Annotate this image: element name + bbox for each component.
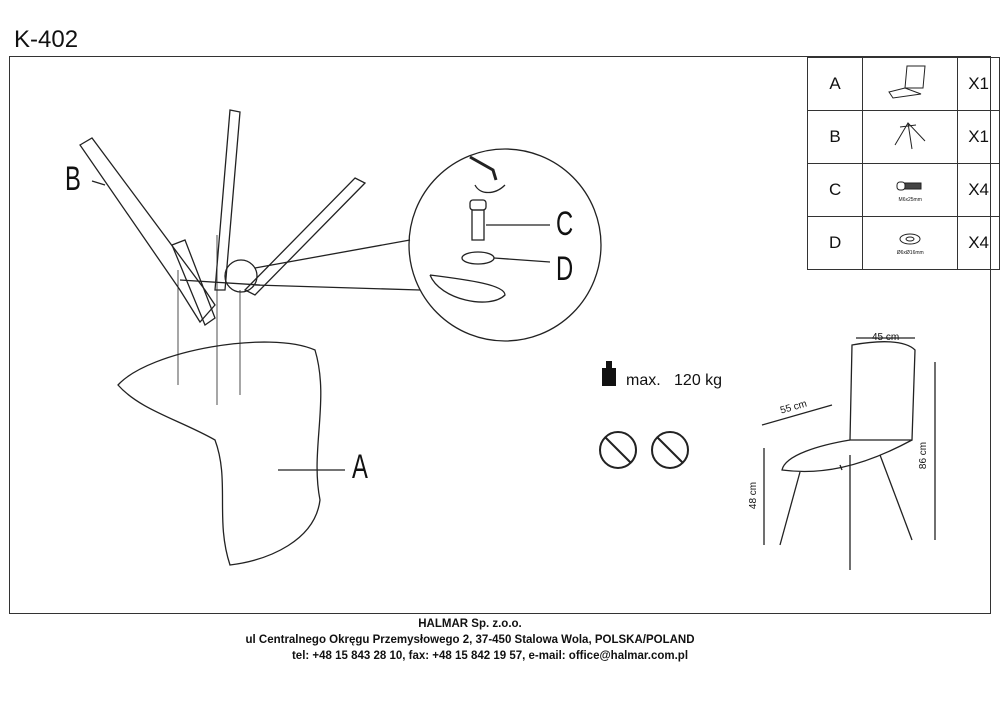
max-load: max. 120 kg [626, 372, 722, 390]
part-spec: Ø6xØ16mm [896, 250, 924, 256]
bolt-guide-lines [177, 235, 241, 405]
part-row: A X1 [806, 57, 1000, 111]
part-spec: M6x25mm [898, 197, 922, 203]
legs-frame-icon [862, 110, 959, 164]
dim-seat-height: 48 cm [748, 481, 760, 510]
max-load-value: 120 kg [674, 372, 723, 389]
part-row: C M6x25mm X4 [806, 163, 1000, 217]
part-qty: X4 [957, 163, 1000, 217]
legs-frame-drawing [79, 109, 367, 326]
zoom-detail [224, 148, 602, 342]
part-letter: B [806, 110, 864, 164]
part-row: B X1 [806, 110, 1000, 164]
part-qty: X1 [957, 57, 1000, 111]
part-letter: A [806, 57, 864, 111]
dim-width: 45 cm [872, 332, 900, 343]
no-climbing-icon [651, 431, 689, 469]
max-load-prefix: max. [626, 372, 661, 389]
chair-dimension-drawing [761, 337, 936, 570]
leader-b [91, 180, 106, 186]
label-b: B [65, 160, 81, 198]
model-title: K-402 [14, 26, 79, 53]
washer-icon: Ø6xØ16mm [862, 216, 959, 270]
label-c: C [556, 205, 574, 243]
instruction-frame [9, 56, 991, 614]
seat-drawing [117, 341, 345, 566]
part-qty: X1 [957, 110, 1000, 164]
bolt-icon: M6x25mm [862, 163, 959, 217]
no-standing-icon [599, 431, 637, 469]
part-letter: C [806, 163, 864, 217]
footer-contact: tel: +48 15 843 28 10, fax: +48 15 842 1… [291, 650, 689, 662]
part-row: D Ø6xØ16mm X4 [806, 216, 1000, 270]
seat-icon [862, 57, 959, 111]
dim-height: 86 cm [918, 441, 930, 470]
part-qty: X4 [957, 216, 1000, 270]
label-d: D [556, 250, 574, 288]
part-letter: D [806, 216, 864, 270]
footer-address: ul Centralnego Okręgu Przemysłowego 2, 3… [245, 634, 695, 646]
weight-icon [602, 361, 616, 386]
footer-company: HALMAR Sp. z.o.o. [418, 618, 522, 630]
label-a: A [352, 448, 368, 486]
